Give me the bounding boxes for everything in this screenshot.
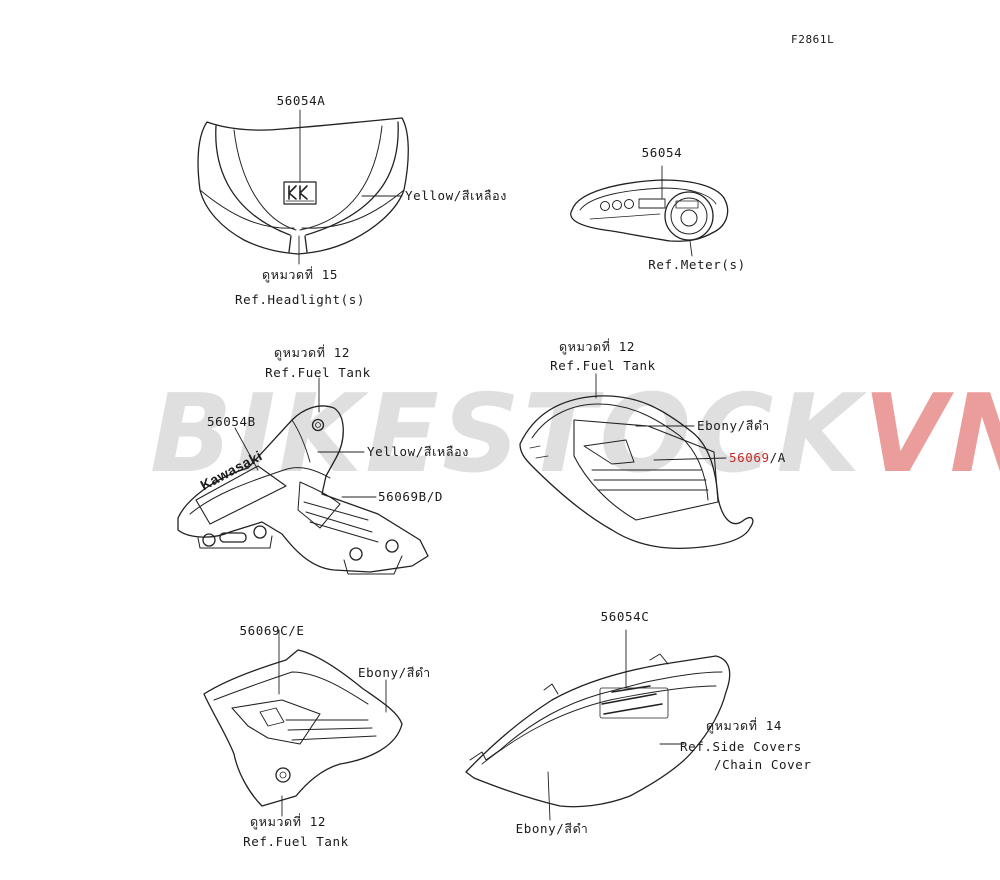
left-shroud-ref: Ref.Fuel Tank [265,365,371,380]
headlight-part-number: 56054A [276,93,326,108]
left-shroud-stripe-part-number: 56069B/D [378,489,444,504]
headlight-ref: Ref.Headlight(s) [234,292,366,307]
headlight-cowl [197,109,409,265]
meter-unit [570,165,729,257]
meter-part-number: 56054 [641,145,683,160]
side-cover-part-number: 56054C [600,609,650,624]
side-cover-ref-line2: /Chain Cover [714,757,812,772]
right-shroud-ref-thai: ดูหมวดที่ 12 [559,339,635,354]
lower-tank-shroud [203,629,403,817]
watermark-main: BIKESTOCK [150,372,864,497]
left-shroud-ref-thai: ดูหมวดที่ 12 [274,345,350,360]
watermark: BIKESTOCKVN [150,372,1000,497]
right-shroud-color-label: Ebony/สีดำ [697,418,770,433]
meter-ref: Ref.Meter(s) [648,257,746,272]
side-cover-ref-line1: Ref.Side Covers [680,739,802,754]
right-shroud-part-number: 56069/A [729,451,786,465]
left-shroud-color-label: Yellow/สีเหลือง [367,444,469,459]
lower-shroud-part-number: 56069C/E [239,623,305,638]
headlight-ref-thai: ดูหมวดที่ 15 [262,267,338,282]
side-cover [465,629,731,821]
left-tank-shroud [177,377,429,575]
side-cover-color-label: Ebony/สีดำ [515,821,589,836]
lower-shroud-ref-thai: ดูหมวดที่ 12 [250,814,326,829]
figure-code: F2861L [791,33,835,46]
right-shroud-ref: Ref.Fuel Tank [550,358,656,373]
watermark-accent: VN [863,372,1000,497]
lower-shroud-ref: Ref.Fuel Tank [243,834,349,849]
lower-shroud-color-label: Ebony/สีดำ [358,665,431,680]
left-shroud-part-number: 56054B [207,414,256,429]
side-cover-ref-thai: ดูหมวดที่ 14 [706,718,782,733]
right-shroud-part-suffix: /A [769,450,786,465]
right-shroud-part-base: 56069 [729,450,770,465]
headlight-color-label: Yellow/สีเหลือง [405,188,507,203]
right-tank-shroud [519,373,754,550]
